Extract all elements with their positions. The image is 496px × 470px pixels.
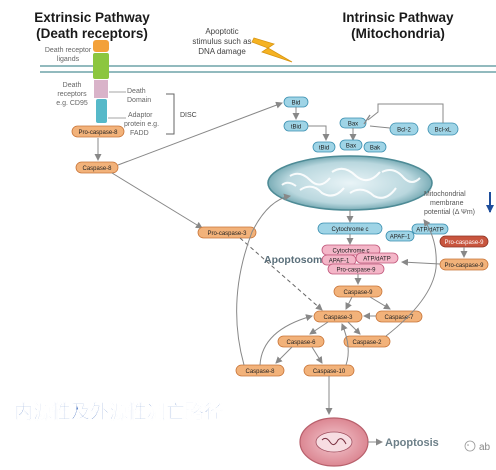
arrow-tbid-mito (308, 125, 330, 141)
stimulus-text-2: stimulus such as (192, 37, 251, 46)
arrow-casp3-casp2 (347, 321, 361, 335)
arrow-casp6-casp10 (311, 346, 323, 364)
arrow-pro3-casp3-dashed (239, 237, 323, 311)
apaf1-label: APAF-1 (390, 235, 411, 241)
caspase-8-node (75, 161, 119, 174)
apoptosome-pro9-label: Pro-caspase-9 (336, 268, 376, 274)
feedback-casp8b-casp3 (259, 314, 313, 366)
dna-fragments (321, 437, 347, 446)
tbid-membrane-node (312, 141, 336, 153)
tbid-label: tBid (291, 125, 301, 131)
arrow-casp9-casp3 (345, 296, 353, 310)
receptor-green (93, 53, 109, 79)
apaf1-node (385, 230, 415, 242)
pro-caspase-8-label: Pro-caspase-8 (78, 130, 118, 136)
caspase-2-label: Caspase-2 (352, 340, 382, 346)
stimulus-text-3: DNA damage (198, 47, 246, 56)
wechat-icon (464, 440, 476, 452)
feedback-casp8b-mito (236, 193, 291, 366)
arrow-casp9-casp7 (369, 296, 391, 310)
pro-caspase-3-label: Pro-caspase-3 (207, 231, 247, 237)
feedback-casp10-casp3 (341, 323, 349, 366)
caspase-3-node (313, 310, 363, 323)
bax-label: Bax (348, 122, 358, 128)
bclxl-label: Bcl-xL (435, 128, 452, 134)
bcl2-node (389, 122, 419, 136)
lightning-icon (251, 37, 293, 63)
bid-label: Bid (292, 101, 301, 107)
caspase-8b-label: Caspase-8 (245, 369, 275, 375)
apoptosome-atp-label: ATP/dATP (363, 257, 390, 263)
pro-caspase-9-label: Pro-caspase-9 (444, 240, 484, 246)
adaptor-label-2: protein e.g. (124, 121, 159, 128)
ligands-label-2: ligands (57, 56, 80, 63)
extrinsic-title: Extrinsic Pathway (34, 10, 150, 25)
mmp-label-3: potential (Δ Ψm) (424, 209, 475, 216)
caspase-6-node (277, 335, 325, 348)
caspase-3-label: Caspase-3 (323, 315, 353, 321)
apoptotic-nucleus (315, 431, 353, 453)
feedback-casp2-mito (385, 219, 437, 337)
extrinsic-subtitle: (Death receptors) (36, 26, 148, 41)
arrow-casp8-pro3 (111, 172, 203, 229)
stimulus-text: Apoptotic (205, 27, 238, 36)
inhibit-bar-1 (363, 114, 371, 125)
arrow-casp3-casp6 (309, 321, 329, 335)
banner-title: 内源性及外源性凋亡路径 (14, 400, 223, 423)
bax-membrane-label: Bax (346, 144, 356, 150)
death-domain-label: Death (127, 88, 146, 95)
adaptor-block (96, 99, 107, 123)
apoptosome-cytochrome-label: Cytochrome c (332, 249, 369, 255)
receptors-label: Death (63, 82, 82, 89)
adaptor-label-3: FADD (130, 130, 149, 137)
caspase-2-node (343, 335, 391, 348)
arrow-casp8-bid (117, 101, 283, 166)
apoptosome-label: Apoptosome (264, 254, 328, 266)
bax-membrane-node (339, 139, 363, 151)
inhibit-bcl2-line (369, 125, 391, 129)
pro-caspase-9-label-2: Pro-caspase-9 (444, 263, 484, 269)
apoptosome-pro9-node (327, 263, 385, 275)
death-domain-label-2: Domain (127, 97, 151, 104)
caspase-10-label: Caspase-10 (313, 369, 346, 375)
pro-caspase-3-node (197, 226, 257, 239)
caspase-9-label: Caspase-9 (343, 290, 373, 296)
receptors-label-3: e.g. CD95 (56, 100, 88, 107)
caspase-7-label: Caspase-7 (384, 315, 414, 321)
arrow-casp6-casp8b (275, 346, 293, 364)
adaptor-label: Adaptor (128, 112, 153, 119)
ligands-label: Death receptor (45, 47, 92, 54)
intrinsic-subtitle: (Mitochondria) (351, 26, 445, 41)
mitochondrion-cristae (281, 167, 421, 199)
pro-caspase-9-node-2 (439, 258, 489, 271)
bcl2-label: Bcl-2 (397, 128, 411, 134)
caspase-9-node (333, 285, 383, 298)
disc-label: DISC (180, 112, 197, 119)
apoptosis-label: Apoptosis (385, 437, 439, 449)
mmp-label-2: membrane (430, 200, 464, 207)
bak-membrane-label: Bak (370, 146, 381, 152)
mmp-label: Mitochondrial (424, 191, 466, 198)
apoptosome-atp-node (355, 252, 399, 264)
intrinsic-title: Intrinsic Pathway (342, 10, 454, 25)
caspase-6-label: Caspase-6 (286, 340, 316, 346)
death-domain-block (94, 80, 108, 98)
disc-bracket (166, 93, 175, 135)
tbid-membrane-label: tBid (319, 146, 329, 152)
apoptosome-apaf-label: APAF-1 (329, 259, 350, 265)
wechat-icon-eye (467, 444, 469, 446)
arrow-pro9b-apoptosome (401, 258, 441, 266)
watermark-text: ab (479, 442, 491, 453)
caspase-8-label: Caspase-8 (82, 166, 112, 172)
ligand-block (93, 40, 109, 52)
inhibit-bcl-bax (367, 103, 444, 123)
receptors-label-2: receptors (57, 91, 87, 98)
cytochrome-c-label: Cytochrome c (331, 227, 368, 233)
bak-membrane-node (363, 141, 387, 153)
pro-caspase-8-node (71, 125, 125, 138)
